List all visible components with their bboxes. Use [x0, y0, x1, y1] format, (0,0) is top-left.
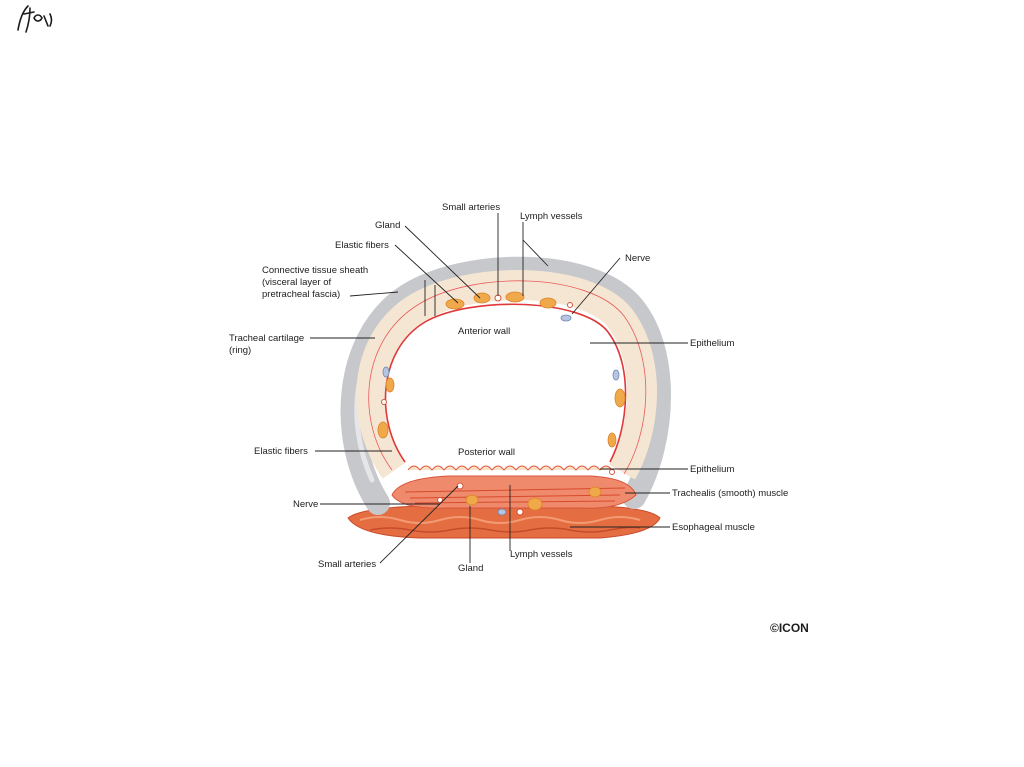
label-nerve-left: Nerve — [293, 499, 319, 510]
label-anterior-wall: Anterior wall — [458, 326, 511, 337]
connective-sheath-line-1: Connective tissue sheath — [262, 265, 369, 276]
label-lymph-vessels-bottom: Lymph vessels — [510, 549, 573, 560]
basement-line — [368, 280, 647, 475]
tracheal-cartilage-ring — [340, 256, 671, 515]
label-trachealis-muscle: Trachealis (smooth) muscle — [672, 488, 789, 499]
trachealis-fibers — [404, 487, 626, 504]
label-small-arteries-bottom: Small arteries — [318, 559, 377, 570]
tracheal-cartilage-line-2: (ring) — [229, 345, 252, 356]
label-elastic-fibers-top: Elastic fibers — [335, 240, 389, 251]
small-vessels — [381, 294, 615, 516]
esophageal-muscle-texture — [359, 516, 641, 524]
connective-sheath-line-3: pretracheal fascia) — [262, 289, 341, 300]
label-epithelium-top: Epithelium — [690, 338, 735, 349]
label-posterior-wall: Posterior wall — [458, 447, 516, 458]
leader-lines — [310, 213, 688, 564]
tracheal-lumen — [385, 304, 626, 466]
label-elastic-fibers-left: Elastic fibers — [254, 446, 308, 457]
label-esophageal-muscle: Esophageal muscle — [672, 522, 755, 533]
label-gland-bottom: Gland — [458, 563, 484, 574]
artist-signature — [17, 5, 53, 33]
trachealis-muscle — [391, 475, 637, 509]
icon-logo: ©ICON — [770, 621, 809, 635]
label-small-arteries-top: Small arteries — [442, 202, 501, 213]
connective-sheath-line-2: (visceral layer of — [262, 277, 332, 288]
posterior-epithelium-folds — [407, 465, 613, 471]
epithelium-lining — [384, 303, 627, 463]
label-lymph-vessels-top: Lymph vessels — [520, 211, 583, 222]
glands — [377, 291, 626, 511]
label-nerve-right: Nerve — [625, 253, 651, 264]
label-epithelium-bottom: Epithelium — [690, 464, 735, 475]
label-gland-top: Gland — [375, 220, 401, 231]
submucosa-layer — [356, 270, 657, 480]
nerves — [382, 314, 620, 516]
tracheal-cartilage-line-1: Tracheal cartilage — [229, 333, 305, 344]
